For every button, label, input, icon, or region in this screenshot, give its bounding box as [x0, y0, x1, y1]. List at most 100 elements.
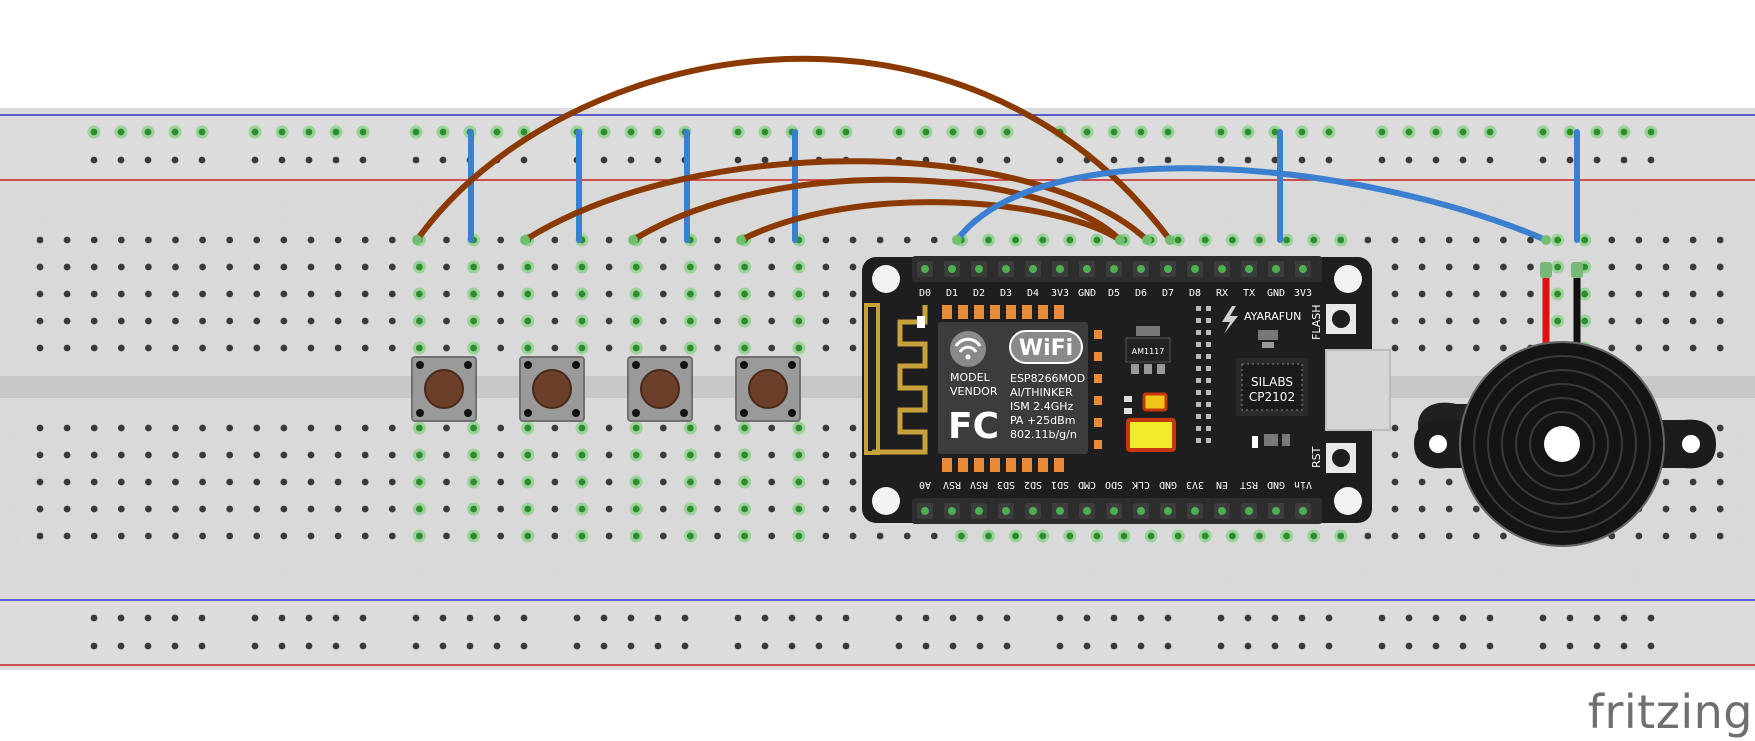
breadboard-hole[interactable]: [1217, 156, 1225, 164]
breadboard-hole[interactable]: [416, 263, 423, 271]
breadboard-hole[interactable]: [1310, 236, 1318, 244]
breadboard-hole[interactable]: [470, 290, 477, 298]
breadboard-hole[interactable]: [172, 478, 179, 486]
breadboard-hole[interactable]: [1271, 156, 1279, 164]
breadboard-hole[interactable]: [687, 290, 694, 298]
breadboard-hole[interactable]: [361, 451, 369, 459]
breadboard-hole[interactable]: [416, 478, 423, 486]
breadboard-hole[interactable]: [659, 263, 667, 271]
push-button[interactable]: [627, 356, 693, 422]
breadboard-hole[interactable]: [1445, 317, 1453, 325]
breadboard-hole[interactable]: [1527, 290, 1534, 298]
breadboard-hole[interactable]: [90, 424, 98, 432]
breadboard-hole[interactable]: [172, 505, 179, 513]
breadboard-hole[interactable]: [1325, 128, 1333, 136]
breadboard-hole[interactable]: [1608, 317, 1616, 325]
breadboard-hole[interactable]: [573, 614, 581, 622]
breadboard-hole[interactable]: [1298, 128, 1306, 136]
breadboard-hole[interactable]: [199, 451, 207, 459]
breadboard-hole[interactable]: [1391, 290, 1399, 298]
breadboard-hole[interactable]: [145, 424, 152, 432]
breadboard-hole[interactable]: [470, 344, 477, 352]
breadboard-hole[interactable]: [171, 156, 179, 164]
breadboard-hole[interactable]: [654, 642, 662, 650]
breadboard-hole[interactable]: [90, 532, 98, 540]
breadboard-hole[interactable]: [278, 642, 286, 650]
breadboard-hole[interactable]: [470, 317, 477, 325]
breadboard-hole[interactable]: [1364, 532, 1372, 540]
breadboard-hole[interactable]: [63, 424, 71, 432]
breadboard-hole[interactable]: [600, 614, 608, 622]
breadboard-hole[interactable]: [1689, 290, 1697, 298]
breadboard-hole[interactable]: [605, 236, 613, 244]
breadboard-hole[interactable]: [251, 156, 259, 164]
breadboard-hole[interactable]: [524, 290, 532, 298]
breadboard-hole[interactable]: [1445, 236, 1453, 244]
breadboard-hole[interactable]: [600, 128, 608, 136]
breadboard-hole[interactable]: [741, 290, 748, 298]
breadboard-hole[interactable]: [416, 344, 423, 352]
breadboard-hole[interactable]: [876, 532, 884, 540]
breadboard-hole[interactable]: [1003, 614, 1011, 622]
breadboard-hole[interactable]: [145, 505, 152, 513]
breadboard-hole[interactable]: [1137, 128, 1145, 136]
breadboard-hole[interactable]: [524, 478, 532, 486]
breadboard-hole[interactable]: [1459, 156, 1467, 164]
breadboard-hole[interactable]: [659, 424, 667, 432]
breadboard-hole[interactable]: [90, 317, 98, 325]
breadboard-hole[interactable]: [822, 478, 830, 486]
breadboard-hole[interactable]: [551, 344, 559, 352]
breadboard-hole[interactable]: [949, 128, 957, 136]
breadboard-hole[interactable]: [849, 263, 857, 271]
signal-wire[interactable]: [738, 199, 1123, 243]
breadboard-hole[interactable]: [768, 424, 776, 432]
breadboard-hole[interactable]: [1662, 236, 1670, 244]
breadboard-hole[interactable]: [1066, 236, 1074, 244]
breadboard-hole[interactable]: [226, 532, 234, 540]
breadboard-hole[interactable]: [687, 263, 694, 271]
breadboard-hole[interactable]: [117, 290, 125, 298]
breadboard-hole[interactable]: [1716, 478, 1724, 486]
breadboard-hole[interactable]: [278, 128, 286, 136]
breadboard-hole[interactable]: [714, 478, 721, 486]
breadboard-hole[interactable]: [795, 451, 803, 459]
breadboard-hole[interactable]: [1647, 642, 1655, 650]
breadboard-hole[interactable]: [659, 236, 667, 244]
breadboard-hole[interactable]: [117, 263, 125, 271]
breadboard-hole[interactable]: [1554, 236, 1561, 244]
breadboard-hole[interactable]: [1418, 317, 1426, 325]
breadboard-hole[interactable]: [251, 128, 259, 136]
push-button[interactable]: [735, 356, 801, 422]
breadboard-hole[interactable]: [632, 451, 640, 459]
breadboard-hole[interactable]: [361, 317, 369, 325]
breadboard-hole[interactable]: [524, 344, 532, 352]
breadboard-hole[interactable]: [1620, 156, 1628, 164]
breadboard-hole[interactable]: [1554, 317, 1561, 325]
breadboard-hole[interactable]: [63, 263, 71, 271]
breadboard-hole[interactable]: [63, 344, 71, 352]
breadboard-hole[interactable]: [1662, 532, 1670, 540]
breadboard-hole[interactable]: [632, 478, 640, 486]
breadboard-hole[interactable]: [1120, 532, 1128, 540]
breadboard-hole[interactable]: [551, 290, 559, 298]
breadboard-hole[interactable]: [226, 478, 234, 486]
breadboard-hole[interactable]: [171, 128, 179, 136]
breadboard-hole[interactable]: [632, 424, 640, 432]
breadboard-hole[interactable]: [1472, 317, 1480, 325]
breadboard-hole[interactable]: [388, 290, 396, 298]
breadboard-hole[interactable]: [681, 614, 689, 622]
breadboard-hole[interactable]: [788, 614, 796, 622]
breadboard-hole[interactable]: [768, 263, 776, 271]
breadboard-hole[interactable]: [1164, 642, 1172, 650]
breadboard-hole[interactable]: [1472, 344, 1480, 352]
breadboard-hole[interactable]: [359, 128, 367, 136]
breadboard-hole[interactable]: [788, 642, 796, 650]
breadboard-hole[interactable]: [253, 236, 261, 244]
breadboard-hole[interactable]: [280, 505, 288, 513]
breadboard-hole[interactable]: [1635, 317, 1643, 325]
breadboard-hole[interactable]: [388, 236, 396, 244]
breadboard-hole[interactable]: [1217, 128, 1225, 136]
breadboard-hole[interactable]: [551, 451, 559, 459]
breadboard-hole[interactable]: [63, 505, 71, 513]
breadboard-hole[interactable]: [117, 451, 125, 459]
